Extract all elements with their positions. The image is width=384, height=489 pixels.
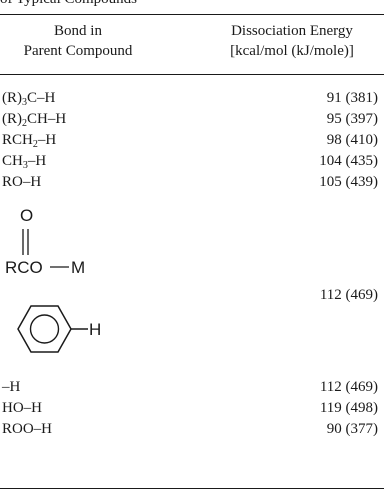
table-row-bond: –H (2, 379, 21, 395)
top-rule (0, 14, 384, 15)
table-row-bond: RO–H (2, 174, 42, 190)
table-row-energy: 104 (435) (319, 153, 378, 169)
column-header-bond-line2: Parent Compound (23, 43, 133, 59)
table-row-energy: 98 (410) (326, 132, 378, 148)
table-row-energy: 105 (439) (319, 174, 378, 190)
table-row-bond: RCH2–H (2, 132, 57, 150)
column-header-energy-line1: Dissociation Energy (231, 23, 353, 39)
table-row-energy: 112 (469) (319, 287, 378, 303)
table-row-bond: HO–H (2, 400, 42, 416)
aromatic-circle (29, 314, 60, 344)
column-header-bond: Bond in Parent Compound (0, 21, 156, 61)
table-row-bond: (R)3C–H (2, 90, 56, 108)
table-caption: of Typical Compounds (0, 0, 137, 8)
table-row-energy: 112 (469) (319, 379, 378, 395)
table-row-energy: 91 (381) (326, 90, 378, 106)
table-row-bond: CH3–H (2, 153, 47, 171)
phenyl-structure: H (17, 305, 101, 353)
table-row-energy: 119 (498) (319, 400, 378, 416)
column-header-energy: Dissociation Energy [kcal/mol (kJ/mole)] (200, 21, 384, 61)
table-row-energy: 95 (397) (326, 111, 378, 127)
table-row-energy: 90 (377) (326, 421, 378, 437)
benzene-ring (17, 305, 72, 353)
column-header-bond-line1: Bond in (54, 23, 102, 39)
column-header-energy-line2: [kcal/mol (kJ/mole)] (230, 43, 354, 59)
carbonyl-oxygen-label: O (20, 206, 33, 225)
phenyl-hydrogen-label: H (89, 320, 101, 339)
header-rule (0, 74, 384, 75)
metal-label: M (71, 258, 85, 277)
table-row-bond: (R)2CH–H (2, 111, 67, 129)
carboxylate-structure: O RCO M (5, 206, 85, 277)
table-row-bond: ROO–H (2, 421, 53, 437)
carboxyl-chain-label: RCO (5, 258, 43, 277)
